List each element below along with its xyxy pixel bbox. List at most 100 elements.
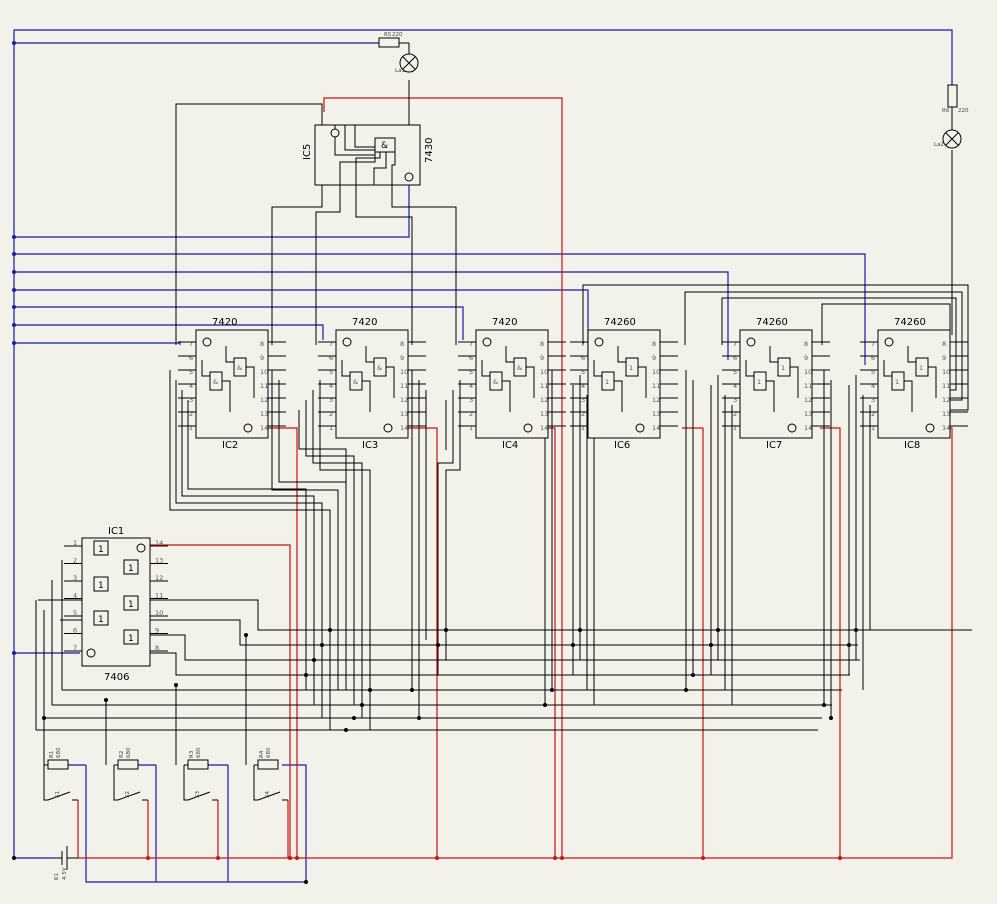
pin-label: 9 [400, 354, 404, 362]
chip-type-label: 7420 [212, 317, 237, 328]
svg-text:7430: 7430 [424, 138, 435, 163]
gate-symbol: & [377, 364, 382, 372]
chip-name-label: IC8 [904, 440, 920, 451]
svg-text:La2: La2 [934, 142, 944, 148]
chip-type-label: 7420 [492, 317, 517, 328]
pin-label: 10 [652, 368, 660, 376]
pin-label: 2 [581, 410, 585, 418]
chip-type-label: 74260 [894, 317, 926, 328]
pin-label: 12 [540, 396, 548, 404]
svg-text:R5: R5 [384, 32, 392, 38]
pin-label: 2 [871, 410, 875, 418]
pin-label: 13 [260, 410, 268, 418]
svg-text:&: & [381, 141, 388, 151]
svg-text:7406: 7406 [104, 672, 129, 683]
pin-label: 4 [329, 382, 333, 390]
pin-label: 9 [652, 354, 656, 362]
gate-symbol: 1 [605, 378, 609, 386]
chip-name-label: IC4 [502, 440, 518, 451]
gate-input [341, 360, 350, 377]
gate-input [593, 360, 602, 377]
pin-label: 1 [469, 424, 473, 432]
pin-label: 11 [400, 382, 408, 390]
pin-label: 6 [733, 354, 737, 362]
pin-label: 9 [804, 354, 808, 362]
lamp-la2: R6 220 La2 [934, 84, 969, 149]
pin-label: 8 [155, 644, 159, 652]
pin-label: 6 [871, 354, 875, 362]
pin14-marker [243, 423, 253, 433]
gate-input [617, 346, 626, 363]
pin-label: 14 [804, 424, 812, 432]
pin-label: 14 [652, 424, 660, 432]
lamp-la1: R5 220 La1 [378, 32, 419, 74]
gate-output [790, 366, 799, 398]
pin-label: 3 [189, 396, 193, 404]
resistor-r5 [378, 37, 400, 48]
resistor-label: R2 [119, 751, 125, 758]
pin-label: 14 [540, 424, 548, 432]
gate-symbol: 1 [98, 615, 104, 625]
pin-label: 2 [189, 410, 193, 418]
gate-input [769, 346, 778, 363]
pin-label: 11 [804, 382, 812, 390]
pin-label: 7 [189, 340, 193, 348]
pin1-marker [594, 337, 604, 347]
pin-label: 2 [73, 557, 77, 565]
inverter-gate [93, 576, 109, 592]
resistor-label: R1 [49, 751, 55, 758]
pin-label: 5 [189, 368, 193, 376]
pin1-marker [884, 337, 894, 347]
gate-input [225, 346, 234, 363]
switch-label: S4 [265, 791, 271, 798]
pin-label: 8 [540, 340, 544, 348]
vcc-wires [77, 97, 953, 860]
switch-contact [257, 791, 281, 801]
inverter-gate [123, 559, 139, 575]
switch-label: S3 [195, 791, 201, 798]
switch-wire [43, 765, 48, 801]
gate-input [505, 346, 514, 363]
pin-label: 9 [260, 354, 264, 362]
pin-label: 3 [73, 574, 77, 582]
pin-label: 6 [329, 354, 333, 362]
pin-label: 7 [733, 340, 737, 348]
pin-label: 10 [155, 609, 163, 617]
pin-label: 10 [942, 368, 950, 376]
ground-wires [12, 29, 953, 883]
gate-symbol: & [517, 364, 522, 372]
pin-label: 14 [942, 424, 950, 432]
pin1-marker [746, 337, 756, 347]
chip-name-label: IC3 [362, 440, 378, 451]
pin-label: 1 [871, 424, 875, 432]
svg-text:K1: K1 [54, 873, 60, 880]
pin-label: 9 [155, 627, 159, 635]
gate-output [904, 380, 913, 412]
pin-label: 4 [871, 382, 875, 390]
pin-label: 14 [400, 424, 408, 432]
pin-label: 8 [804, 340, 808, 348]
pin14-marker [635, 423, 645, 433]
pin-label: 11 [942, 382, 950, 390]
pin-label: 7 [469, 340, 473, 348]
pin-label: 7 [581, 340, 585, 348]
gate-symbol: & [213, 378, 218, 386]
resistor-label: R4 [259, 750, 265, 758]
switch-wire [253, 765, 258, 801]
chip-body [475, 329, 549, 439]
pin-label: 8 [942, 340, 946, 348]
switch-wire [183, 765, 188, 801]
pin1-marker [482, 337, 492, 347]
pin-label: 3 [733, 396, 737, 404]
pin-label: 2 [469, 410, 473, 418]
switch-wire [113, 765, 118, 801]
switch-label: S1 [55, 791, 61, 798]
